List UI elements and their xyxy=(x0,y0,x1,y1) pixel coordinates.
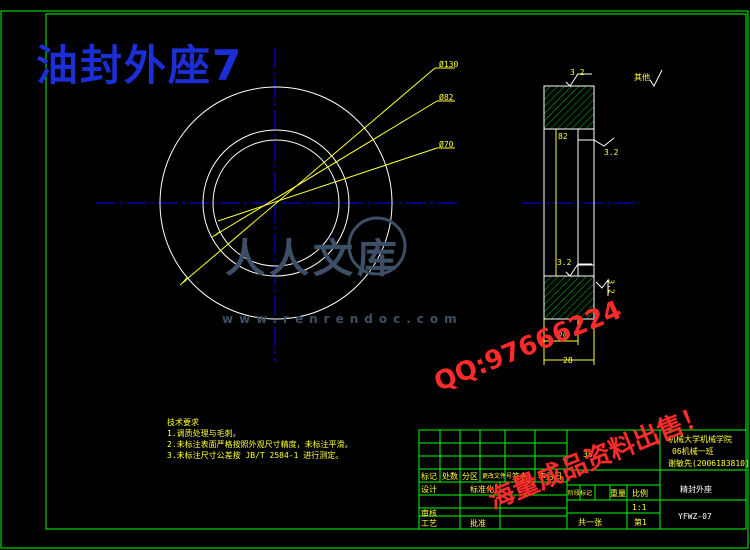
inner-frame xyxy=(45,13,747,530)
roughness-br-symbol xyxy=(595,278,609,296)
dim-label-d82: Ø82 xyxy=(439,93,454,102)
tb-row-date: 年月日 xyxy=(538,472,562,481)
tb-weight: 重量 xyxy=(610,489,626,498)
section-top-hatch xyxy=(543,85,595,130)
leader-d70 xyxy=(217,147,438,222)
roughness-bottom-label: 3.2 xyxy=(557,258,572,267)
tb-row-count: 处数 xyxy=(442,472,458,481)
roughness-bottom-symbol xyxy=(565,263,592,277)
roughness-top-symbol xyxy=(565,73,592,87)
roughness-others-label: 其他 xyxy=(634,73,650,82)
outer-frame xyxy=(0,10,749,549)
dim-label-d130: Ø130 xyxy=(439,60,459,69)
section-bore-bottom xyxy=(544,264,594,277)
roughness-right-symbol xyxy=(593,137,615,147)
leader-d130 xyxy=(179,67,436,286)
watermark-logo-ring xyxy=(347,216,407,276)
tb-school-2: 06机械一班 xyxy=(672,447,714,456)
tb-review: 审核 xyxy=(421,509,437,518)
tb-design: 设计 xyxy=(421,485,437,494)
tb-row-mark: 标记 xyxy=(421,472,437,481)
outer-circle-130 xyxy=(159,86,393,320)
technical-notes: 技术要求 1.调质处理与毛刺。 2.未标注表面严格按照外观尺寸精度，未标注平滑。… xyxy=(167,417,353,461)
notes-line-1: 1.调质处理与毛刺。 xyxy=(167,429,241,438)
tb-row-change: 更改文件号 xyxy=(482,473,513,480)
tb-row-zone: 分区 xyxy=(462,472,478,481)
tb-part-name: 精封外座 xyxy=(680,485,712,494)
tb-approve: 批准 xyxy=(470,519,486,528)
arrow-d130 xyxy=(180,276,188,285)
notes-heading: 技术要求 xyxy=(167,418,199,427)
section-outline xyxy=(543,85,595,320)
page-title: 油封外座7 xyxy=(36,41,244,90)
tb-ratio: 比例 xyxy=(632,489,648,498)
inner-circle-70 xyxy=(212,139,340,267)
tb-school-1: 机械大学机械学院 xyxy=(668,435,732,444)
tb-scale: 1:1 xyxy=(632,503,647,512)
tb-sheet-total: 共一张 xyxy=(578,518,602,527)
tb-row-sign: 签名 xyxy=(512,472,528,481)
tb-process: 工艺 xyxy=(421,519,437,528)
tb-material: 35 xyxy=(583,450,593,459)
tb-standard: 标准化 xyxy=(470,485,494,494)
notes-line-2: 2.未标注表面严格按照外观尺寸精度，未标注平滑。 xyxy=(167,440,353,449)
tb-stage: 阶段标记 xyxy=(568,490,593,497)
roughness-others-symbol xyxy=(649,69,663,87)
arrow-d82 xyxy=(212,231,220,237)
roughness-top-label: 3.2 xyxy=(570,68,585,77)
roughness-br-label: 3.2 xyxy=(606,279,616,294)
middle-circle-82 xyxy=(202,129,350,277)
dim-label-82-section: 82 xyxy=(558,132,568,141)
tb-student: 谢敏先(2006183810) xyxy=(668,459,750,468)
dim-label-28: 28 xyxy=(563,356,573,365)
leader-d82 xyxy=(211,100,438,238)
tb-drawing-no: YFWZ-07 xyxy=(678,512,712,521)
tb-sheet-no: 第1 xyxy=(634,518,647,527)
roughness-right-label: 3.2 xyxy=(604,148,619,157)
watermark-brand: 人人文库 xyxy=(225,236,401,282)
watermark-url: www.renrendoc.com xyxy=(222,312,463,326)
dim-label-d70: Ø70 xyxy=(439,140,454,149)
section-bore-top xyxy=(544,128,594,141)
dim-label-20: 20 xyxy=(558,331,568,340)
title-block xyxy=(418,429,747,530)
notes-line-3: 3.未标注尺寸公差按 JB/T 2584-1 进行测定。 xyxy=(167,451,344,460)
